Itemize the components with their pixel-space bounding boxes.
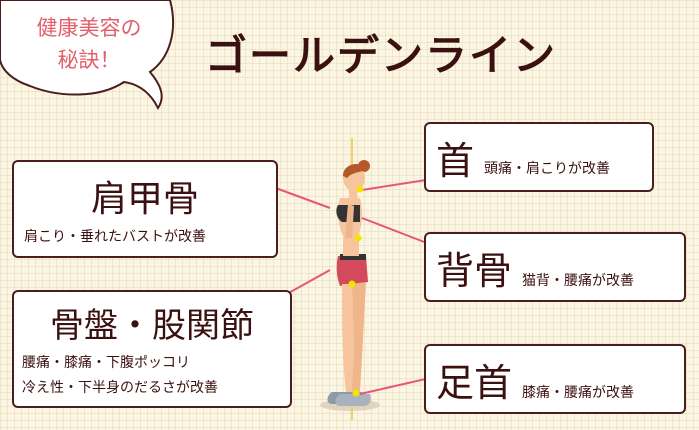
waistband bbox=[340, 254, 366, 260]
callout-neck-title: 首 bbox=[436, 139, 475, 183]
callout-ankle-desc: 膝痛・腰痛が改善 bbox=[522, 385, 634, 401]
callout-pelvis-hip: 骨盤・股関節 腰痛・膝痛・下腹ポッコリ 冷え性・下半身のだるさが改善 bbox=[12, 290, 292, 408]
callout-neck-desc: 頭痛・肩こりが改善 bbox=[484, 161, 610, 177]
callout-hip-desc-2: 冷え性・下半身のだるさが改善 bbox=[22, 380, 218, 396]
page-title: ゴールデンライン bbox=[205, 31, 558, 80]
neck bbox=[349, 188, 357, 198]
marker-neck bbox=[356, 185, 364, 193]
callout-hip-desc-1: 腰痛・膝痛・下腹ポッコリ bbox=[22, 355, 190, 371]
waist bbox=[343, 238, 359, 256]
badge-line-1: 健康美容の bbox=[36, 16, 142, 40]
callout-shoulder-title: 肩甲骨 bbox=[90, 179, 199, 220]
callout-ankle: 足首 膝痛・腰痛が改善 bbox=[424, 344, 686, 414]
connector-neck bbox=[361, 179, 427, 191]
marker-ankle bbox=[352, 389, 360, 397]
badge-bubble-shape bbox=[0, 0, 174, 110]
shorts bbox=[336, 256, 368, 286]
woman-figure bbox=[320, 160, 380, 411]
hair bbox=[343, 164, 366, 178]
callout-back-title: 背骨 bbox=[436, 249, 513, 293]
callout-hip-title: 骨盤・股関節 bbox=[50, 306, 254, 346]
marker-back bbox=[354, 234, 362, 242]
callout-shoulder-desc: 肩こり・垂れたバストが改善 bbox=[24, 229, 206, 245]
leg-back bbox=[342, 284, 354, 392]
callout-back-desc: 猫背・腰痛が改善 bbox=[522, 273, 634, 289]
badge-line-2: 秘訣！ bbox=[57, 48, 121, 72]
connector-back bbox=[361, 217, 433, 246]
connector-ankle bbox=[359, 377, 431, 395]
callout-ankle-title: 足首 bbox=[436, 361, 513, 405]
marker-hip bbox=[348, 280, 356, 288]
callout-neck: 首 頭痛・肩こりが改善 bbox=[424, 122, 654, 192]
callout-shoulder-blade: 肩甲骨 肩こり・垂れたバストが改善 bbox=[12, 160, 278, 258]
badge-text: 健康美容の 秘訣！ bbox=[14, 12, 164, 76]
shoe-front bbox=[335, 394, 371, 406]
callout-spine: 背骨 猫背・腰痛が改善 bbox=[424, 232, 686, 302]
badge-bubble: 健康美容の 秘訣！ bbox=[0, 0, 190, 120]
leg-front bbox=[352, 282, 366, 392]
